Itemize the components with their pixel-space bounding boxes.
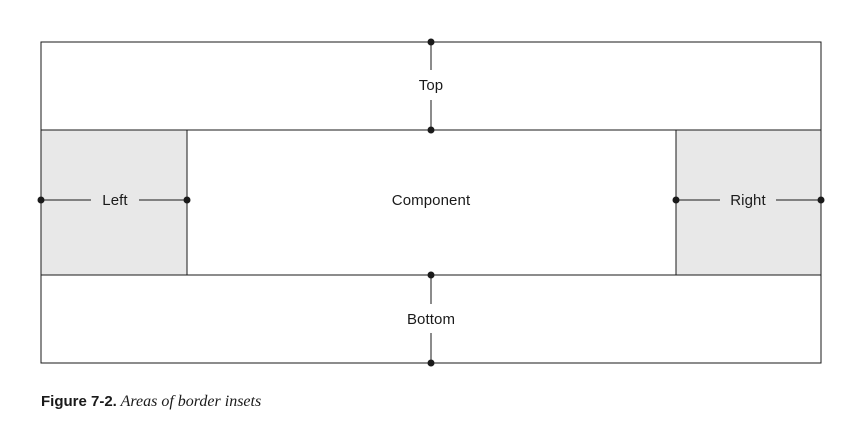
right-label: Right [730, 192, 766, 209]
top-dimension-marker [427, 38, 435, 134]
top-label: Top [419, 77, 444, 94]
right-dimension-marker [672, 196, 825, 204]
left-label: Left [102, 192, 128, 209]
bottom-dimension-marker [427, 271, 435, 367]
left-inset-region [41, 130, 187, 275]
figure-title: Areas of border insets [120, 393, 262, 410]
bottom-label: Bottom [407, 311, 455, 328]
figure-caption: Figure 7-2. Areas of border insets [41, 393, 261, 411]
left-dimension-marker [37, 196, 191, 204]
right-inset-region [676, 130, 821, 275]
component-label: Component [392, 192, 471, 209]
figure-number: Figure 7-2. [41, 393, 117, 410]
